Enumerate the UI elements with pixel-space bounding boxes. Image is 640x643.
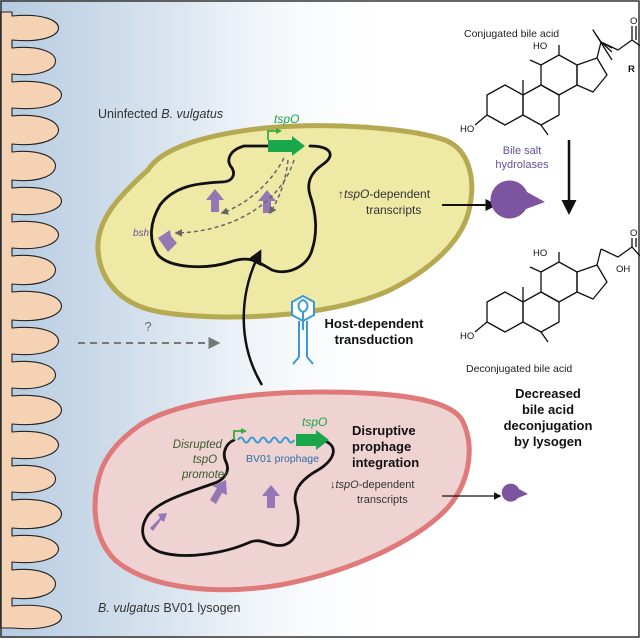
deconjugated-o: O (630, 228, 637, 239)
disrupted-promoter-tip (241, 428, 247, 434)
uninfected-title: Uninfected B. vulgatus (98, 107, 223, 121)
conjugated-r: R (628, 64, 635, 75)
lysogen-gene-arrow-3 (150, 513, 167, 531)
lysogen-cell: tspO Disrupted tspO promoter BV01 propha… (92, 389, 472, 593)
lysogen-title: B. vulgatus BV01 lysogen (98, 601, 241, 615)
deconjugated-ho-1: HO (460, 331, 474, 342)
tspo-gene (268, 136, 305, 156)
unknown-signal-label: ? (144, 319, 151, 334)
uninfected-genome (150, 144, 332, 274)
lysogen-gene-arrow-1 (210, 480, 227, 504)
disruptive-line1: Disruptive (352, 423, 416, 438)
conjugated-label: Conjugated bile acid (464, 28, 559, 40)
phage-icon (291, 294, 315, 365)
bsh-gene-label: bsh (133, 228, 150, 239)
decreased-line1: Decreased (515, 386, 581, 401)
regulation-arrow-2 (269, 159, 289, 215)
transduction-label-line2: transduction (335, 332, 414, 347)
disrupted-line3: promoter (181, 469, 229, 481)
tspo-gene-label: tspO (274, 112, 299, 126)
bsh-gene (158, 230, 177, 252)
transcripts-label: transcripts (366, 203, 421, 217)
conjugated-ho-2: HO (533, 41, 547, 52)
lysogen-cell-body (92, 389, 472, 593)
tspo-promoter (267, 130, 277, 140)
lysogen-tspo-label: tspO (302, 415, 327, 429)
prophage-label: BV01 prophage (246, 453, 319, 465)
prophage-insert (237, 436, 295, 444)
regulation-arrow-3 (174, 159, 295, 237)
conjugated-ho-1: HO (460, 124, 474, 135)
disrupted-line2: tspO (193, 454, 217, 466)
decreased-line4: by lysogen (514, 434, 582, 449)
bsh-enzyme-icon (490, 180, 545, 219)
transduction-label-line1: Host-dependent (325, 316, 425, 331)
conjugated-o: O (630, 16, 637, 27)
reduced-enzyme-icon (501, 483, 528, 502)
up-transcripts-label: ↑tspO-dependent (338, 187, 431, 201)
lysogen-tspo-gene (296, 430, 329, 450)
decreased-line3: deconjugation (504, 418, 593, 433)
lysogen-gene-arrow-2 (262, 485, 280, 508)
decreased-line2: bile acid (522, 402, 574, 417)
tspo-promoter-tip (276, 128, 282, 134)
disrupted-line1: Disrupted (173, 439, 223, 451)
uninfected-cell-body (95, 123, 475, 320)
conjugated-bile-acid-structure (474, 26, 640, 136)
gene-arrow-1 (206, 189, 224, 212)
disruptive-line2: prophage (352, 439, 411, 454)
deconjugated-ho-2: HO (533, 248, 547, 259)
regulation-arrow-1 (220, 157, 285, 215)
deconjugated-oh: OH (616, 264, 630, 275)
disrupted-promoter (233, 430, 242, 440)
gut-epithelium (0, 11, 63, 630)
deconjugated-bile-acid-structure (474, 238, 640, 343)
uninfected-cell: tspO bsh Uninfected B. vulgatus ↑tspO-de… (95, 107, 475, 320)
lysogen-transcripts-label: transcripts (357, 494, 408, 506)
bsh-enzyme-label-line1: Bile salt (503, 145, 542, 157)
transduction-arrow (242, 249, 264, 386)
disruptive-line3: integration (352, 455, 419, 470)
bsh-enzyme-label-line2: hydrolases (495, 159, 549, 171)
down-transcripts-label: ↓tspO-dependent (330, 479, 414, 491)
deconjugated-label: Deconjugated bile acid (466, 363, 572, 375)
